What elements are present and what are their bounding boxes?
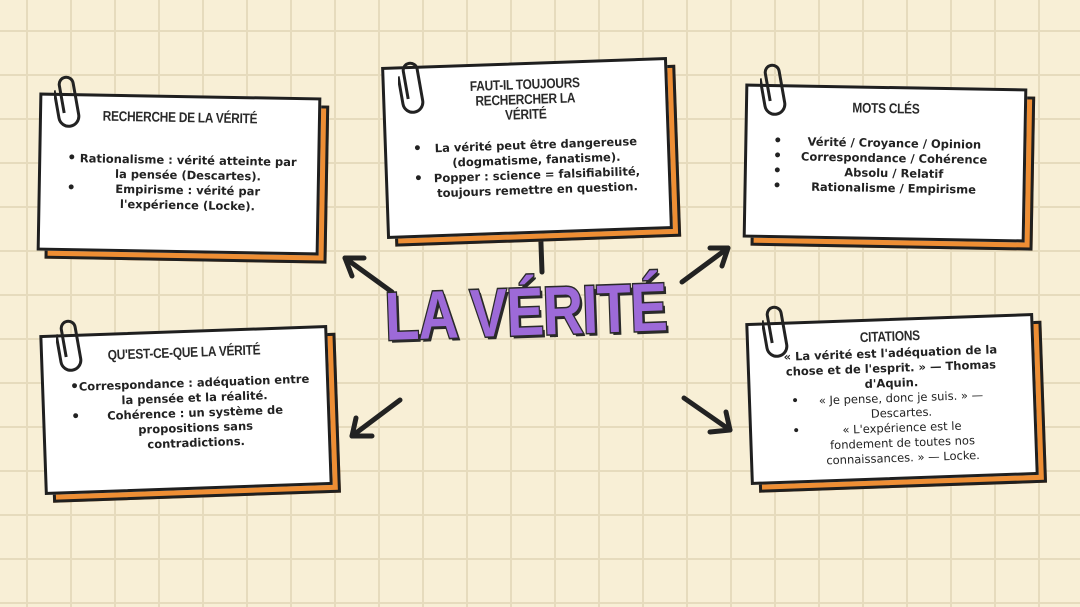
card-heading: MOTS CLÉS xyxy=(852,99,920,117)
main-title: LA VÉRITÉ xyxy=(382,268,669,357)
card-heading: QU'EST-CE-QUE LA VÉRITÉ xyxy=(107,341,261,363)
paperclip-icon xyxy=(54,75,81,128)
list-item: Cohérence : un système de propositions s… xyxy=(79,402,312,455)
arrow-icon-bottom-left xyxy=(349,397,403,439)
quote-aquin: « La vérité est l'adéquation de la chose… xyxy=(783,342,998,391)
card-heading: RECHERCHE DE LA VÉRITÉ xyxy=(102,107,258,127)
list-item: Rationalisme : vérité atteinte par la pe… xyxy=(75,151,301,185)
paperclip-icon xyxy=(56,319,83,372)
paperclip-icon xyxy=(762,305,789,358)
list-item: Empirisme : vérité par l'expérience (Loc… xyxy=(74,181,300,215)
arrow-icon-top-left xyxy=(342,255,395,295)
arrow-icon-bottom-right xyxy=(681,395,733,435)
card-heading: FAUT-IL TOUJOURS RECHERCHER LA VÉRITÉ xyxy=(469,74,580,123)
paperclip-icon xyxy=(760,63,787,116)
arrow-icon-top-right xyxy=(679,245,731,285)
list-item: Rationalisme / Empirisme xyxy=(780,179,1006,198)
paperclip-icon xyxy=(398,61,425,114)
list-item: « L'expérience est le fondement de toute… xyxy=(800,417,1005,469)
